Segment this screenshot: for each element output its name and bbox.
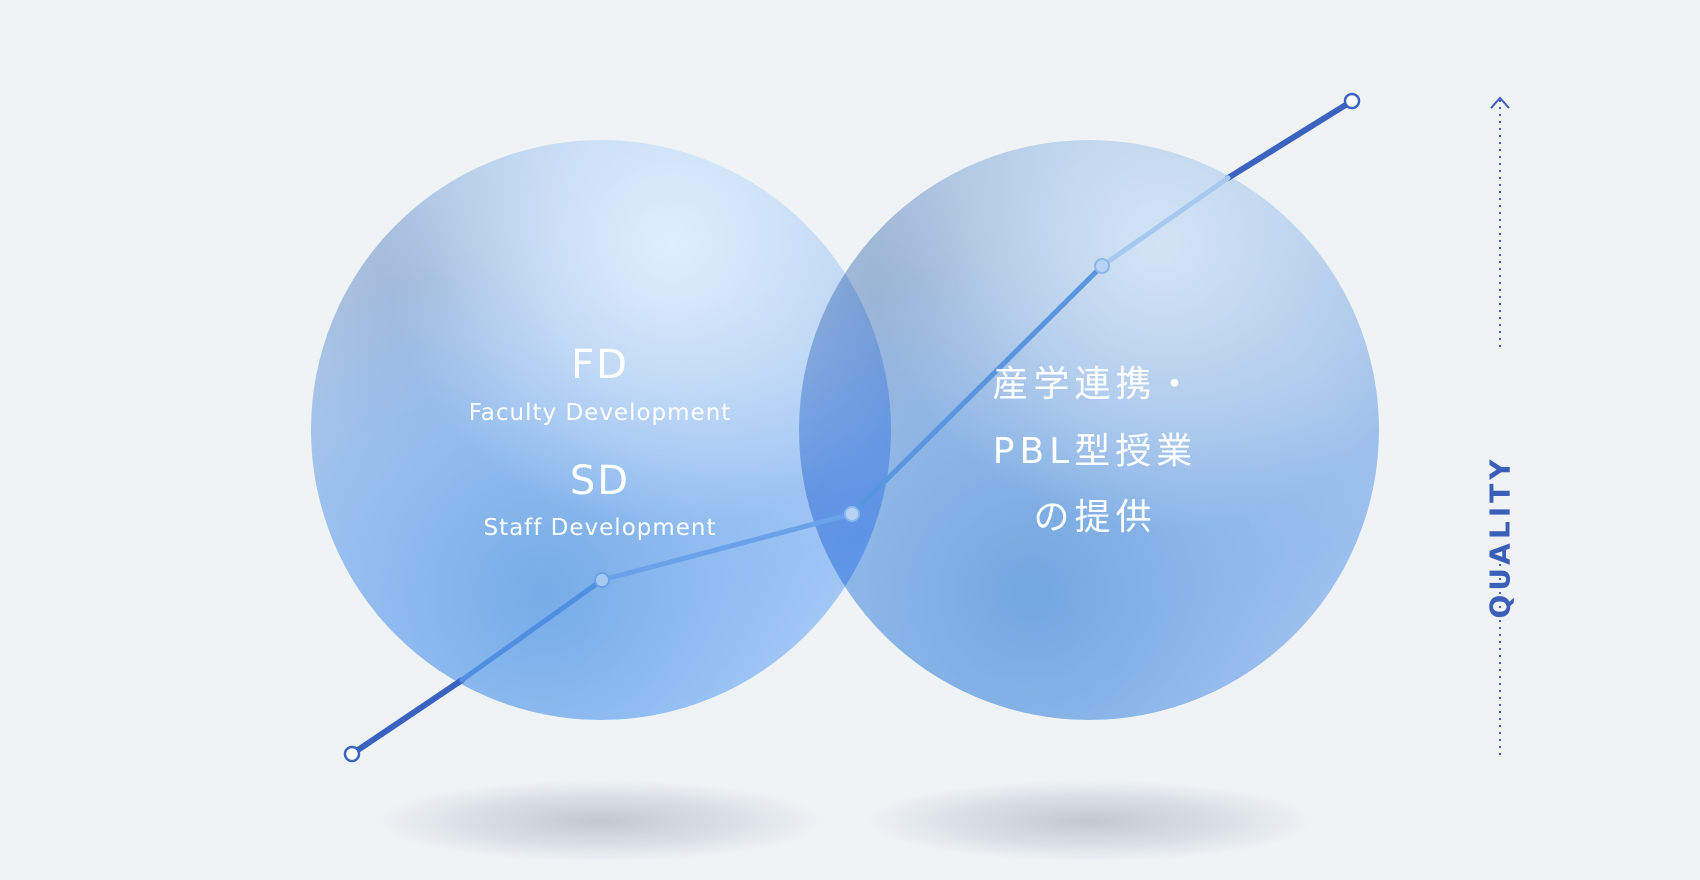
right-circle-line-2: PBL型授業 [992,431,1198,472]
right-sphere-shadow [870,781,1310,861]
line-node-2 [844,506,860,522]
line-segment-2 [599,511,855,583]
line-segment-start [349,677,465,757]
fd-title: FD [571,342,629,388]
sd-subtitle: Staff Development [483,515,717,541]
left-sphere [311,140,891,720]
right-sphere [799,140,1379,720]
fd-subtitle: Faculty Development [468,400,732,426]
line-segment-end [1225,98,1355,181]
line-segment-1 [459,577,605,683]
right-circle-line-3: の提供 [1033,497,1157,538]
left-sphere-shadow [380,781,820,861]
sd-title: SD [569,458,631,504]
line-segment-4 [1099,175,1231,269]
line-segment-3 [849,263,1105,517]
quality-axis: QUALITY [1470,90,1530,770]
right-circle-line-1: 産学連携・ [992,364,1198,405]
line-node-3 [1094,258,1110,274]
quality-axis-label: QUALITY [1483,455,1517,619]
line-node-end [1343,92,1361,110]
axis-arrow-head [1490,96,1510,109]
line-node-start [343,745,361,763]
line-node-1 [594,572,610,588]
